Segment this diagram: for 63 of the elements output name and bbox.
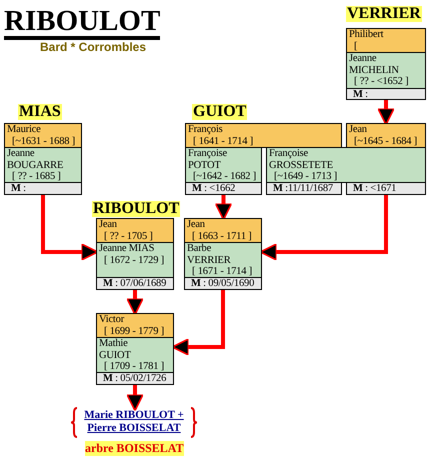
- page-title: RIBOULOT: [4, 6, 160, 40]
- marriage-cell: M :11/11/1687: [266, 182, 342, 195]
- life-dates: [ 1663 - 1711 ]: [191, 230, 252, 242]
- person-name: Françoise POTOT: [188, 148, 228, 171]
- marriage-cell: M : <1671: [346, 182, 426, 195]
- wife-cell: [184, 242, 262, 278]
- husband-cell: [346, 28, 426, 53]
- husband-cell: [346, 123, 426, 148]
- husband-cell: [4, 123, 82, 148]
- arrow: [214, 195, 232, 220]
- life-dates: [ 1709 - 1781 ]: [103, 361, 164, 372]
- family-heading: RIBOULOT: [92, 201, 180, 217]
- person-name: Jean: [99, 219, 117, 230]
- descendant-link: Marie RIBOULOT + Pierre BOISSELAT: [78, 409, 190, 436]
- life-dates: [ 1671 - 1714 ]: [191, 266, 252, 278]
- person-name: Jeanne MIAS: [99, 243, 156, 254]
- husband-cell: [96, 218, 174, 243]
- arrow: [377, 100, 395, 126]
- marriage-cell: M : 05/02/1726: [96, 372, 174, 385]
- person-name: Jean: [349, 124, 367, 136]
- family-heading: VERRIER: [346, 6, 422, 22]
- marriage-cell: M :: [346, 88, 426, 100]
- family-heading: MIAS: [18, 104, 62, 120]
- wife-cell: [96, 337, 174, 373]
- life-dates: [: [353, 40, 358, 52]
- life-dates: [~1649 - 1713 ]: [273, 171, 338, 182]
- arrow: [126, 385, 144, 412]
- tree-link: arbre BOISSELAT: [85, 441, 184, 456]
- person-name: Jeanne BOUGARRE: [7, 148, 64, 171]
- person-name: Victor: [99, 314, 124, 326]
- life-dates: [ ?? - 1685 ]: [11, 171, 61, 182]
- life-dates: [ 1672 - 1729 ]: [103, 254, 164, 266]
- person-name: Maurice: [7, 124, 41, 136]
- life-dates: [ 1641 - 1714 ]: [192, 136, 253, 147]
- wife-cell: [96, 242, 174, 278]
- person-name: Mathie GUIOT: [99, 338, 132, 361]
- husband-cell: [185, 123, 342, 148]
- person-name: Philibert: [349, 29, 384, 40]
- marriage-cell: M : 07/06/1689: [96, 277, 174, 290]
- life-dates: [~1642 - 1682 ]: [192, 171, 256, 182]
- life-dates: [~1645 - 1684 ]: [353, 136, 418, 147]
- wife-cell: [4, 147, 82, 183]
- life-dates: [ 1699 - 1779 ]: [103, 326, 164, 337]
- person-name: Françoise GROSSETETE: [269, 148, 334, 171]
- husband-cell: [184, 218, 262, 243]
- husband-cell: [96, 313, 174, 338]
- marriage-cell: M : 09/05/1690: [184, 277, 262, 290]
- subtitle: Bard * Corrombles: [40, 40, 146, 54]
- marriage-cell: M : <1662: [185, 182, 262, 195]
- wife-cell: [346, 52, 426, 89]
- family-heading: GUIOT: [192, 104, 248, 120]
- person-name: Jean: [187, 219, 205, 230]
- arrow: [126, 290, 144, 316]
- wife-cell: [266, 147, 426, 183]
- marriage-cell: M :: [4, 182, 82, 195]
- wife-cell: [185, 147, 262, 183]
- person-name: Jeanne MICHELIN: [349, 53, 400, 76]
- life-dates: [ ?? - 1705 ]: [103, 230, 153, 242]
- life-dates: [~1631 - 1688 ]: [11, 136, 76, 147]
- person-name: Barbe VERRIER: [187, 243, 232, 266]
- arrow: [41, 195, 98, 261]
- person-name: François: [188, 124, 223, 136]
- life-dates: [ ?? - <1652 ]: [353, 76, 408, 88]
